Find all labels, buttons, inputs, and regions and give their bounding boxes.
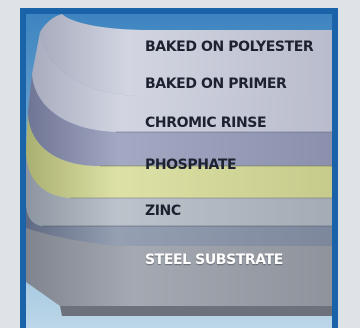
- layer-label-zinc: ZINC: [145, 203, 181, 219]
- layer-label-phosphate: PHOSPHATE: [145, 157, 237, 173]
- layer-band-baked-on-polyester: [32, 32, 332, 132]
- layer-label-baked-on-primer: BAKED ON PRIMER: [145, 76, 287, 92]
- layer-band-steel-substrate: [26, 228, 332, 306]
- layer-band-baked-on-primer: [28, 74, 332, 166]
- layer-label-steel-substrate: STEEL SUBSTRATE: [145, 252, 283, 268]
- layer-band-chromic-rinse: [26, 112, 332, 198]
- layer-band-zinc: [26, 202, 332, 246]
- layer-label-baked-on-polyester: BAKED ON POLYESTER: [145, 39, 314, 55]
- layer-band-phosphate: [26, 150, 332, 226]
- layer-label-chromic-rinse: CHROMIC RINSE: [145, 115, 267, 131]
